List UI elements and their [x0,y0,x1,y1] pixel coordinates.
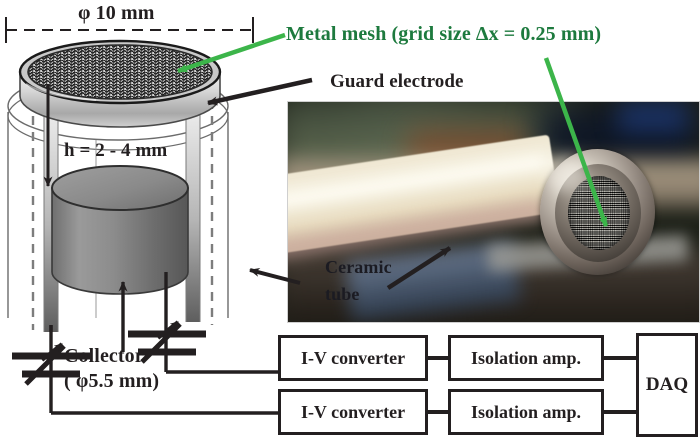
block-iv-converter-2[interactable]: I-V converter [278,389,428,435]
mesh-callout-arrow-drawing [177,32,286,74]
guard-electrode-label: Guard electrode [330,71,464,92]
metal-mesh-label: Metal mesh (grid size Δx = 0.25 mm) [286,23,602,45]
collector-cylinder [51,165,189,295]
block-isolation-amp-2[interactable]: Isolation amp. [448,389,604,435]
guard-electrode-shell [7,71,229,318]
diameter-label: φ 10 mm [78,2,155,24]
block-isolation-amp-1[interactable]: Isolation amp. [448,335,604,381]
guard-electrode-wall-right [185,96,201,322]
hidden-edge-dashed-lines [31,100,214,330]
block-daq[interactable]: DAQ [636,333,698,437]
collector-label-line1: Collector [64,345,144,367]
ceramic-tube-label-line2: tube [325,284,360,304]
collector-label-line2: ( φ5.5 mm) [64,370,160,392]
guard-electrode-wall-left [43,96,59,332]
guard-electrode-callout-arrow [207,77,313,106]
height-label: h = 2 - 4 mm [64,140,168,161]
photo-backdrop-blue-blur [618,102,688,132]
ceramic-tube-label-line1: Ceramic [325,257,392,277]
block-iv-converter-1[interactable]: I-V converter [278,335,428,381]
photo-cap-specular-highlight [546,158,586,192]
mesh-cap [18,39,222,128]
